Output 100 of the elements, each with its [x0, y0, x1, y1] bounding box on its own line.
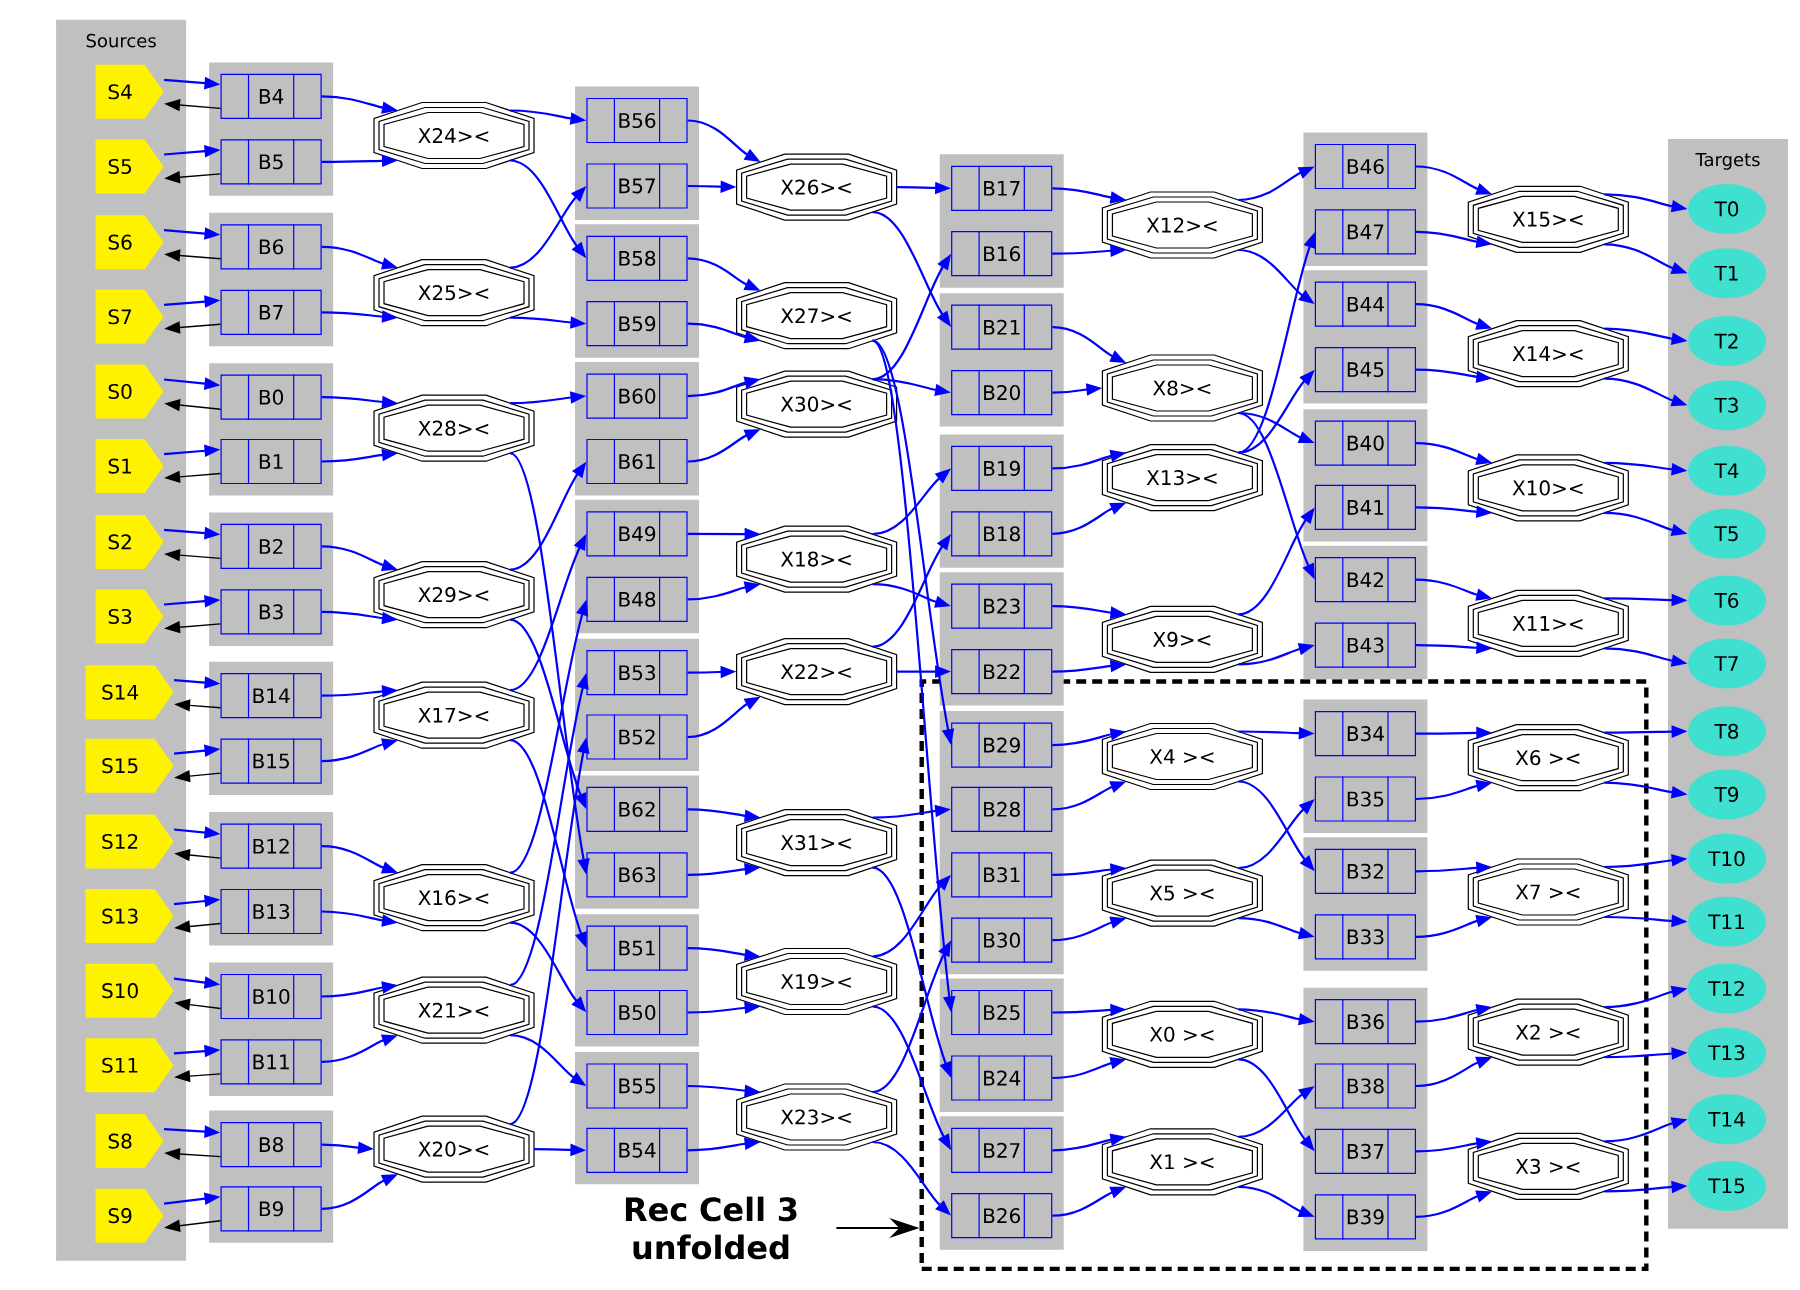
- buffer-record: B6: [220, 223, 322, 270]
- callout-text: Rec Cell 3 unfolded: [625, 1196, 797, 1260]
- buffer-record: B25: [951, 989, 1053, 1036]
- target-node: T11: [1688, 896, 1766, 947]
- buffer-record: B61: [586, 438, 688, 485]
- switch-octagon: X7 ><: [1467, 858, 1629, 926]
- target-node: T5: [1688, 508, 1766, 559]
- buffer-record: B47: [1314, 208, 1416, 256]
- buffer-record: B60: [586, 372, 688, 420]
- switch-octagon: X22><: [736, 638, 898, 706]
- buffer-record: B59: [586, 300, 688, 347]
- buffer-record: B51: [586, 925, 688, 972]
- buffer-record: B18: [951, 510, 1053, 557]
- source-node: S13: [85, 889, 174, 944]
- source-node: S7: [95, 289, 164, 344]
- buffer-record: B62: [586, 786, 688, 833]
- buffer-record: B21: [951, 304, 1053, 351]
- buffer-record: B10: [220, 973, 322, 1020]
- target-node: T7: [1688, 638, 1766, 689]
- buffer-record: B20: [951, 369, 1053, 416]
- target-node: T13: [1688, 1027, 1766, 1078]
- source-node: S8: [95, 1114, 164, 1169]
- buffer-record: B12: [220, 822, 322, 870]
- source-node: S2: [95, 514, 164, 569]
- switch-octagon: X1 ><: [1101, 1128, 1263, 1196]
- source-node: S6: [95, 215, 164, 270]
- switch-octagon: X28><: [373, 394, 535, 462]
- buffer-record: B31: [951, 851, 1053, 898]
- source-node: S0: [95, 364, 164, 419]
- switch-octagon: X14><: [1467, 320, 1629, 388]
- buffer-record: B38: [1314, 1062, 1416, 1110]
- buffer-record: B37: [1314, 1128, 1416, 1175]
- switch-octagon: X12><: [1101, 191, 1263, 259]
- buffer-record: B5: [220, 138, 322, 186]
- switch-octagon: X3 ><: [1467, 1132, 1629, 1200]
- buffer-record: B1: [220, 438, 322, 485]
- switch-octagon: X11><: [1467, 589, 1629, 657]
- buffer-record: B27: [951, 1127, 1053, 1174]
- target-node: T10: [1688, 833, 1766, 884]
- buffer-record: B42: [1314, 556, 1416, 603]
- buffer-record: B14: [220, 672, 322, 719]
- buffer-record: B39: [1314, 1193, 1416, 1241]
- buffer-record: B48: [586, 576, 688, 623]
- buffer-record: B32: [1314, 848, 1416, 895]
- buffer-record: B52: [586, 713, 688, 761]
- buffer-record: B23: [951, 582, 1053, 630]
- target-node: T4: [1688, 445, 1766, 496]
- switch-octagon: X10><: [1467, 454, 1629, 522]
- switch-octagon: X13><: [1101, 444, 1263, 512]
- switch-octagon: X8><: [1101, 354, 1263, 422]
- buffer-record: B15: [220, 737, 322, 785]
- buffer-record: B11: [220, 1038, 322, 1086]
- buffer-record: B22: [951, 648, 1053, 695]
- buffer-record: B45: [1314, 346, 1416, 393]
- source-node: S11: [85, 1038, 174, 1093]
- target-node: T3: [1688, 380, 1766, 431]
- buffer-record: B24: [951, 1054, 1053, 1102]
- switch-octagon: X19><: [736, 947, 898, 1016]
- target-node: T9: [1688, 769, 1766, 820]
- buffer-record: B3: [220, 588, 322, 636]
- target-node: T0: [1688, 183, 1766, 234]
- buffer-record: B28: [951, 786, 1053, 833]
- switch-octagon: X21><: [373, 976, 535, 1044]
- buffer-record: B2: [220, 523, 322, 570]
- target-node: T6: [1688, 575, 1766, 626]
- source-node: S12: [85, 814, 174, 869]
- switch-octagon: X2 ><: [1467, 998, 1629, 1066]
- target-node: T2: [1688, 316, 1766, 366]
- buffer-record: B13: [220, 888, 322, 935]
- buffer-record: B40: [1314, 419, 1416, 467]
- source-node: S10: [85, 963, 174, 1018]
- source-node: S3: [95, 589, 164, 644]
- switch-octagon: X23><: [736, 1083, 898, 1151]
- source-node: S4: [95, 64, 164, 119]
- buffer-record: B16: [951, 230, 1053, 277]
- buffer-record: B9: [220, 1185, 322, 1232]
- buffer-record: B58: [586, 235, 688, 282]
- buffer-record: B53: [586, 649, 688, 696]
- source-node: S5: [95, 139, 164, 194]
- buffer-record: B50: [586, 989, 688, 1036]
- switch-octagon: X26><: [736, 153, 898, 221]
- switch-octagon: X20><: [373, 1115, 535, 1183]
- buffer-record: B33: [1314, 913, 1416, 960]
- buffer-record: B55: [586, 1062, 688, 1110]
- target-node: T15: [1688, 1160, 1766, 1211]
- buffer-record: B19: [951, 445, 1053, 492]
- switch-octagon: X5 ><: [1101, 859, 1263, 927]
- switch-octagon: X29><: [373, 561, 535, 629]
- target-node: T8: [1688, 706, 1766, 757]
- buffer-record: B0: [220, 374, 322, 421]
- switch-octagon: X4 ><: [1101, 722, 1263, 791]
- buffer-record: B57: [586, 162, 688, 210]
- source-node: S1: [95, 439, 164, 494]
- source-node: S14: [85, 665, 174, 720]
- buffer-record: B49: [586, 510, 688, 557]
- switch-octagon: X27><: [736, 282, 898, 350]
- buffer-record: B43: [1314, 622, 1416, 669]
- switch-octagon: X18><: [736, 525, 898, 593]
- buffer-record: B7: [220, 289, 322, 336]
- switch-octagon: X0 ><: [1101, 1000, 1263, 1068]
